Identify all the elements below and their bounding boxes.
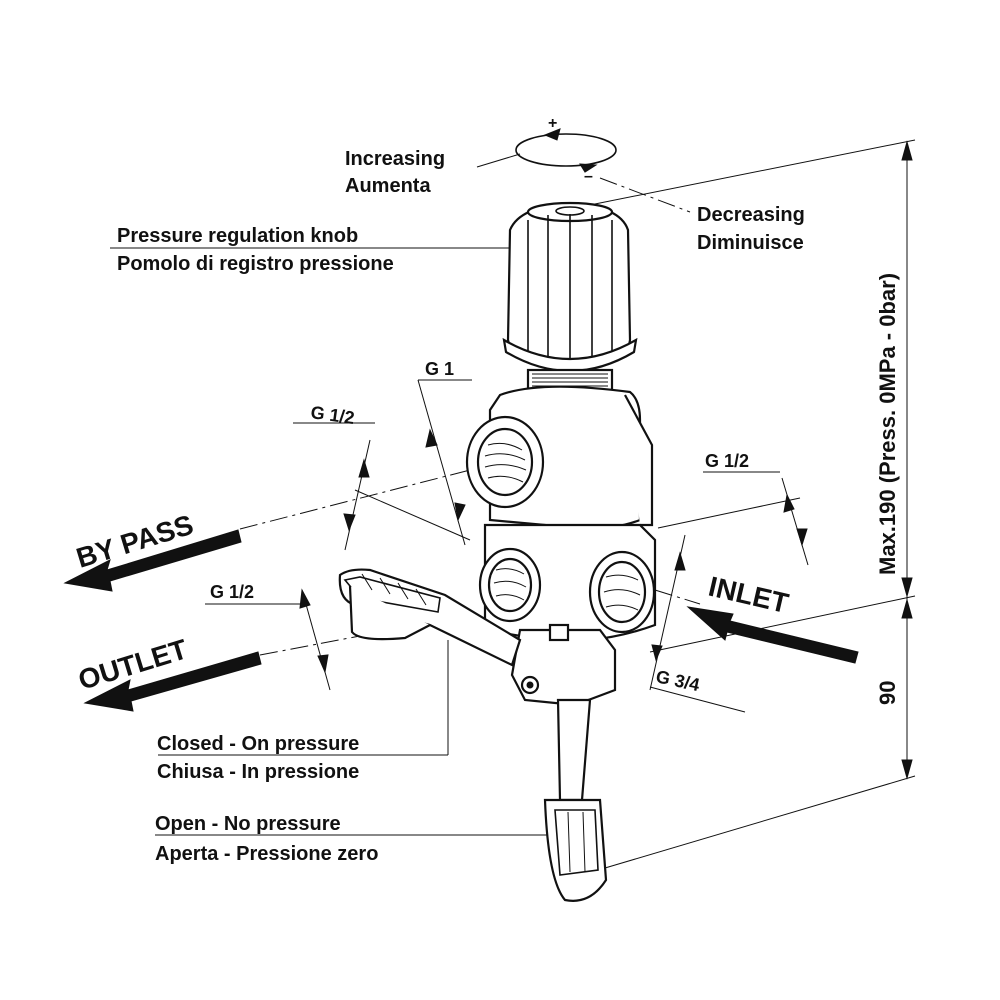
lever-open [543, 698, 608, 902]
open-label-en: Open - No pressure [155, 813, 341, 835]
plus-sign: + [548, 115, 557, 132]
leader-lines [110, 139, 916, 869]
thread-dimensions [205, 379, 809, 713]
valve-body [465, 201, 657, 707]
bypass-port [478, 547, 542, 623]
outlet-arrow [83, 651, 262, 712]
g34-label: G 3/4 [654, 666, 701, 695]
knob-label-it: Pomolo di registro pressione [117, 253, 394, 275]
dimension-90-label: 90 [875, 681, 900, 705]
pressure-knob [502, 201, 638, 373]
g1-label: G 1 [425, 359, 454, 379]
closed-label-it: Chiusa - In pressione [157, 761, 359, 783]
g12-right-label: G 1/2 [705, 451, 749, 471]
closed-label-en: Closed - On pressure [157, 733, 359, 755]
decreasing-label: Decreasing [697, 204, 805, 226]
diminuisce-label: Diminuisce [697, 232, 804, 254]
open-label-it: Aperta - Pressione zero [155, 843, 378, 865]
knob-label-en: Pressure regulation knob [117, 225, 358, 247]
rotation-indicator: + – [476, 115, 691, 213]
bypass-arrow [63, 529, 242, 592]
rotation-arrow-minus [579, 163, 598, 173]
g1-port [465, 415, 545, 509]
g12-top-left-label: G 1/2 [309, 402, 355, 428]
increasing-label: Increasing [345, 148, 445, 170]
height-dimension: Max.190 (Press. 0MPa - 0bar) 90 [875, 140, 913, 780]
minus-sign: – [584, 168, 593, 185]
g12-bottom-left-label: G 1/2 [210, 582, 254, 602]
inlet-arrow [686, 606, 859, 664]
rotation-arrow-plus [543, 128, 561, 141]
max-height-label: Max.190 (Press. 0MPa - 0bar) [875, 273, 900, 575]
lever-closed [338, 568, 522, 667]
aumenta-label: Aumenta [345, 175, 431, 197]
threaded-stem [526, 368, 614, 392]
inlet-port [588, 550, 656, 634]
